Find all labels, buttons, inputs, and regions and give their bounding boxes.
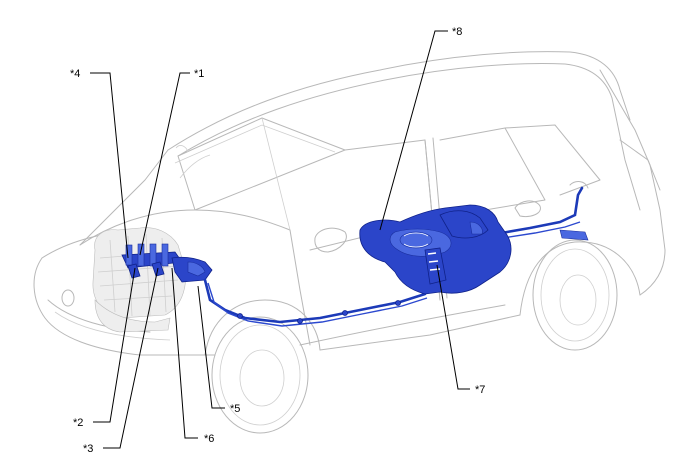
leader-line-2 <box>93 267 136 423</box>
leader-line-7 <box>436 264 470 390</box>
car-outline <box>33 51 666 434</box>
engine-block <box>92 227 186 333</box>
callout-5: *5 <box>230 403 240 415</box>
callout-6: *6 <box>204 433 214 445</box>
leader-line-5 <box>197 285 225 409</box>
fuel-rail-assembly <box>121 243 213 283</box>
leader-line-8 <box>379 30 448 231</box>
fuel-lines <box>203 186 589 327</box>
leader-line-3 <box>103 267 159 449</box>
callout-2: *2 <box>73 417 83 429</box>
callout-3: *3 <box>83 443 93 455</box>
callout-1: *1 <box>194 68 204 80</box>
fuel-tank <box>359 204 512 295</box>
callout-8: *8 <box>452 26 462 38</box>
leader-line-1 <box>139 72 190 256</box>
leader-lines <box>90 30 470 449</box>
leader-line-4 <box>90 72 129 259</box>
callout-labels: *1 *4 *2 *3 *6 *5 *8 *7 <box>70 26 485 455</box>
leader-line-6 <box>171 267 198 439</box>
callout-4: *4 <box>70 68 80 80</box>
callout-7: *7 <box>475 384 485 396</box>
